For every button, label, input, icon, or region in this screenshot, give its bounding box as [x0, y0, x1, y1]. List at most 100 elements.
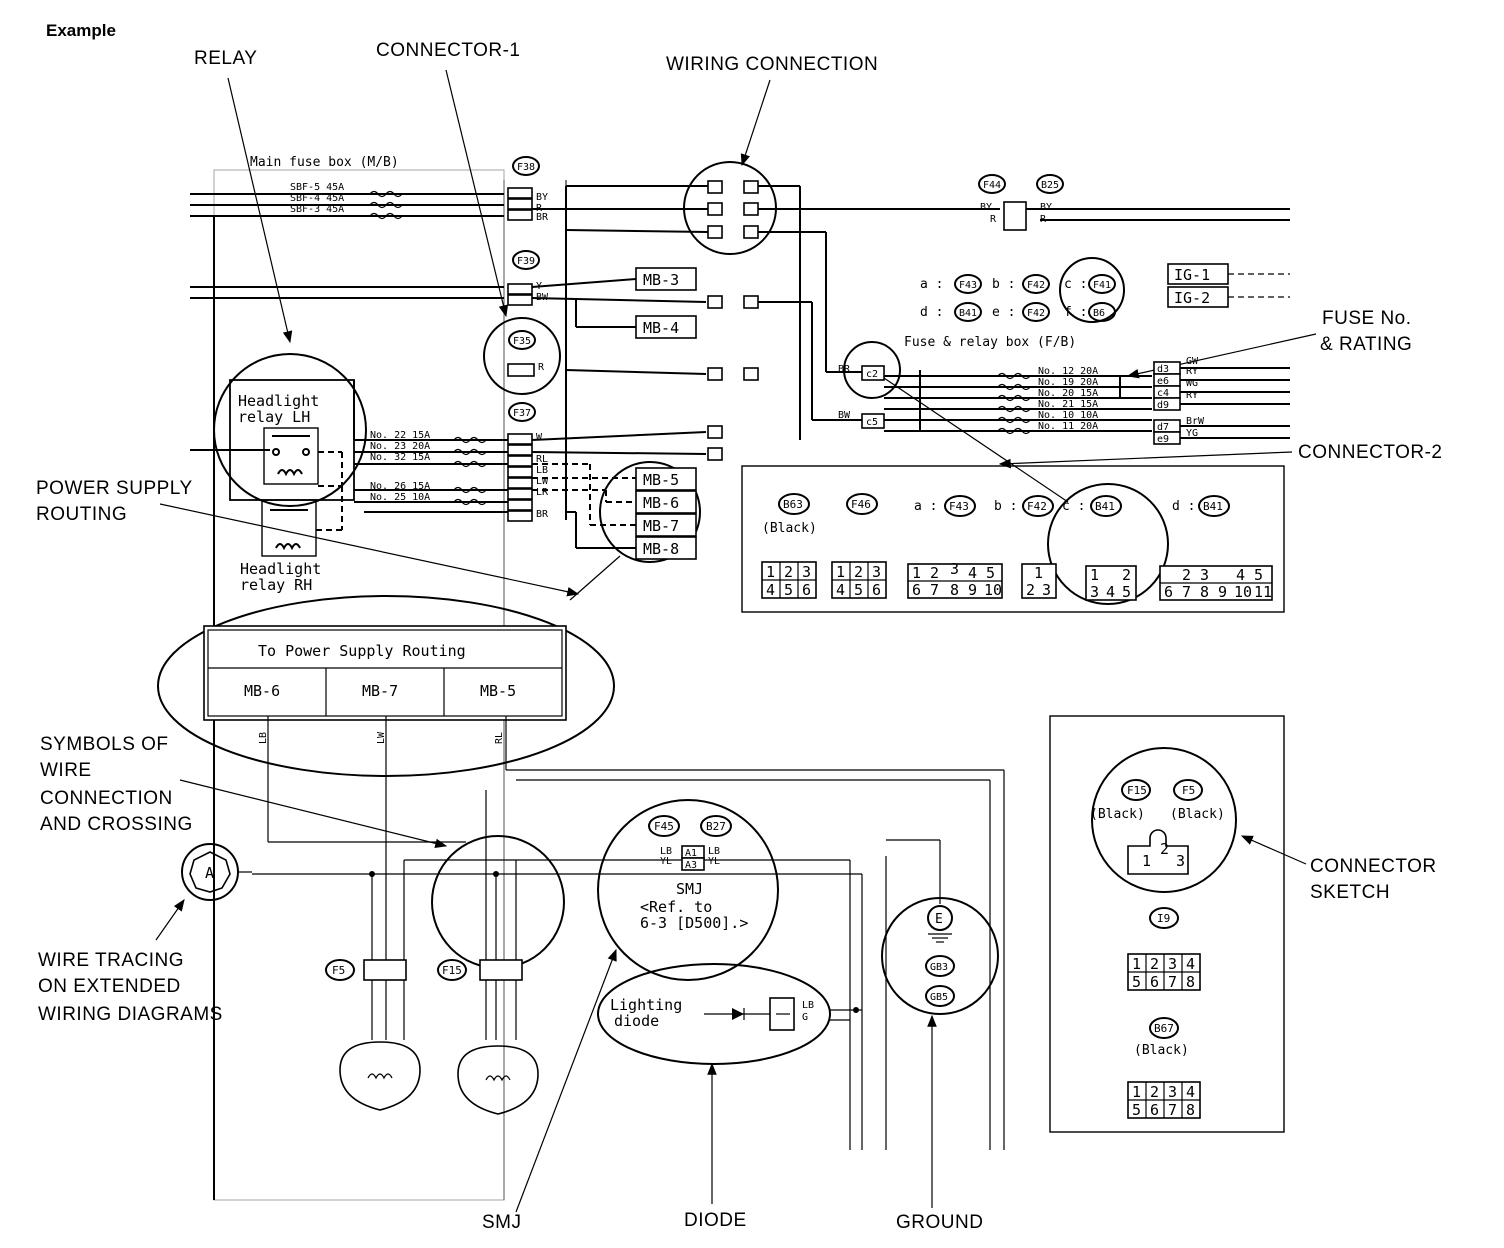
svg-text:d9: d9 [1157, 400, 1169, 411]
callout-smj: SMJ [482, 1212, 522, 1233]
svg-text:WG: WG [1186, 378, 1198, 389]
mb-6-block: MB-6 [635, 490, 697, 514]
routing-table [203, 625, 567, 721]
mb-dashed-wiring [532, 463, 636, 526]
svg-text:A: A [205, 864, 214, 882]
svg-text:4: 4 [766, 581, 775, 599]
svg-text:LB: LB [536, 465, 548, 476]
svg-text:3: 3 [1090, 583, 1099, 601]
svg-text:1: 1 [1090, 566, 1099, 584]
connector-f15-lamp: F15 [437, 959, 539, 1115]
svg-text:LB: LB [660, 846, 672, 857]
svg-text:6: 6 [1150, 1101, 1159, 1119]
svg-text:2: 2 [1122, 566, 1131, 584]
svg-text:d7: d7 [1157, 422, 1169, 433]
svg-text:3: 3 [1042, 581, 1051, 599]
connector-2-zoom-circle [1047, 483, 1169, 605]
svg-text:8: 8 [950, 581, 959, 599]
fr-box-title: Fuse & relay box (F/B) [904, 335, 1076, 350]
svg-text:3: 3 [1176, 852, 1185, 870]
junction-dots [369, 871, 859, 1013]
sbf-5-fuse: SBF-5 45A [290, 182, 344, 193]
example-label: Example [46, 21, 116, 40]
svg-text:F41: F41 [1093, 280, 1111, 291]
svg-text:2: 2 [930, 564, 939, 582]
svg-text:5: 5 [854, 581, 863, 599]
relay-lh-switch [263, 427, 319, 485]
svg-text:BY: BY [536, 192, 548, 203]
svg-text:LB: LB [708, 846, 720, 857]
smj-detail: F45 B27 A1 A3 LB YL LB YL SMJ <Ref. to 6… [640, 815, 748, 932]
callout-tracing-3: WIRING DIAGRAMS [38, 1004, 223, 1025]
svg-text:2: 2 [1150, 955, 1159, 973]
svg-text:(Black): (Black) [1090, 807, 1145, 822]
fuse-glyphs [369, 190, 403, 220]
svg-text:YL: YL [708, 856, 720, 867]
svg-text:7: 7 [1168, 1101, 1177, 1119]
svg-text:BY: BY [980, 202, 992, 213]
svg-text:F46: F46 [851, 498, 871, 511]
connector-f38: F38 BY R BR [507, 156, 549, 223]
sketch-f15-f5: F15 F5 (Black) (Black) 1 2 3 [1090, 779, 1225, 875]
svg-text:R: R [990, 214, 997, 225]
svg-text:7: 7 [930, 581, 939, 599]
svg-text:MB-6: MB-6 [643, 494, 679, 512]
callout-connector-sketch-2: SKETCH [1310, 882, 1390, 903]
svg-text:6: 6 [802, 581, 811, 599]
svg-text:LB: LB [802, 1000, 814, 1011]
svg-text:RL: RL [536, 454, 548, 465]
svg-text:d3: d3 [1157, 364, 1169, 375]
svg-text:c :: c : [1062, 499, 1085, 514]
mb-4-block: MB-4 [635, 315, 697, 339]
fr-box-terminals: d3 e6 c4 d9 d7 e9 GW RY WG RY BrW YG [1153, 356, 1205, 445]
svg-text:MB-7: MB-7 [643, 517, 679, 535]
svg-text:3: 3 [1200, 566, 1209, 584]
svg-text:IG-1: IG-1 [1174, 266, 1210, 284]
svg-text:1: 1 [1142, 852, 1151, 870]
smj-circle [597, 799, 779, 981]
svg-text:LW: LW [536, 476, 549, 487]
callout-connector-2: CONNECTOR-2 [1298, 442, 1443, 463]
fr-box-fuses: No. 12 20A No. 19 20A No. 20 15A No. 21 … [1038, 366, 1098, 432]
svg-text:2: 2 [1160, 840, 1169, 858]
relay-rh-label-2: relay RH [240, 576, 312, 594]
svg-text:6: 6 [1150, 973, 1159, 991]
mb-5-block: MB-5 [635, 467, 697, 491]
svg-text:4: 4 [1236, 566, 1245, 584]
relay-rh [261, 499, 317, 557]
svg-text:RL: RL [494, 732, 505, 744]
relay-lh-label-1: Headlight [238, 392, 319, 410]
svg-text:GW: GW [1186, 356, 1199, 367]
connector-1-circle [483, 317, 561, 395]
power-routing-leader [569, 555, 621, 601]
callout-fuse-no: FUSE No. [1322, 308, 1412, 329]
svg-text:3: 3 [950, 560, 959, 578]
ig-dashed-wires [1228, 273, 1290, 298]
svg-text:(Black): (Black) [1134, 1043, 1189, 1058]
svg-text:d :: d : [920, 305, 943, 320]
svg-text:3: 3 [1168, 955, 1177, 973]
svg-text:F35: F35 [513, 336, 531, 347]
svg-text:diode: diode [614, 1012, 659, 1030]
svg-text:No. 20 15A: No. 20 15A [1038, 388, 1098, 399]
sbf-4-fuse: SBF-4 45A [290, 193, 344, 204]
callout-power-supply: POWER SUPPLY [36, 478, 193, 499]
svg-text:R: R [1040, 214, 1047, 225]
svg-text:5: 5 [1122, 583, 1131, 601]
svg-text:a :: a : [914, 499, 937, 514]
svg-text:6-3 [D500].>: 6-3 [D500].> [640, 914, 748, 932]
svg-text:5: 5 [986, 564, 995, 582]
routing-cell-mb-5: MB-5 [480, 682, 516, 700]
svg-text:e9: e9 [1157, 434, 1169, 445]
svg-text:9: 9 [1218, 583, 1227, 601]
wire-trace-marker-a: A [181, 843, 252, 901]
connector-f44-b25: F44 B25 BY R BY R [978, 174, 1064, 231]
svg-text:f :: f : [1064, 305, 1087, 320]
relay-fuse-glyphs [453, 436, 487, 506]
svg-text:e6: e6 [1157, 376, 1169, 387]
svg-text:5: 5 [784, 581, 793, 599]
svg-text:A1: A1 [685, 848, 697, 859]
svg-text:F44: F44 [983, 180, 1001, 191]
